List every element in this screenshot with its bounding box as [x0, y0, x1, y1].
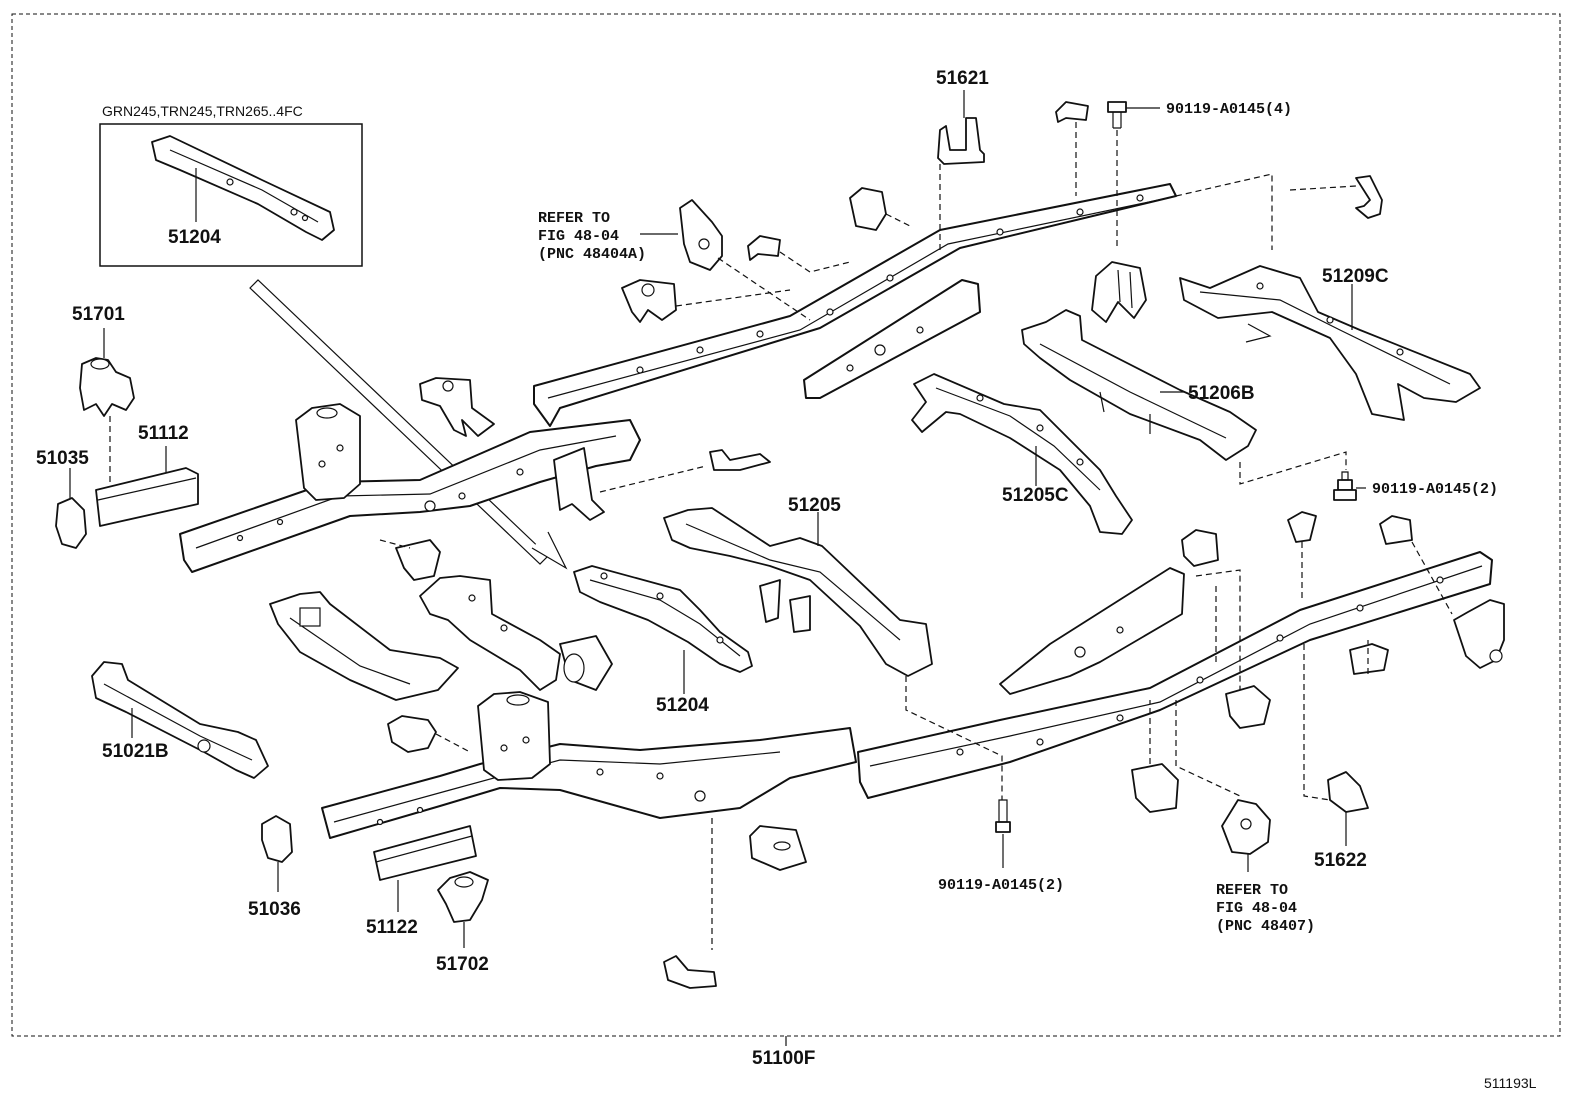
bolt-top: [1107, 101, 1160, 250]
refer-top-line2: FIG 48-04: [538, 228, 619, 245]
small-bracket-lower-right: [1287, 511, 1317, 600]
rail-mount-lower-mid: [1349, 640, 1389, 675]
label-bolt-top: 90119-A0145(4): [1166, 101, 1292, 118]
top-small-bracket: [1055, 101, 1089, 196]
refer-top-line1: REFER TO: [538, 210, 610, 227]
figure-code: 511193L: [1484, 1075, 1537, 1091]
part-51204-crossmember: [573, 565, 753, 694]
variant-inset: GRN245,TRN245,TRN265..4FC 51204: [99, 103, 363, 267]
part-51021B-crossmember: [91, 661, 269, 779]
part-51701-bracket: [79, 328, 135, 488]
crossmember-inset-part: [151, 135, 335, 241]
rail-bracket-lower-top: [1181, 529, 1241, 700]
part-51206B-crossmember: [1021, 309, 1257, 461]
center-frame-section: [803, 279, 981, 399]
rear-spring-hanger: [1453, 599, 1505, 669]
refer-bottom-line1: REFER TO: [1216, 882, 1288, 899]
lower-right-frame-rail: [857, 551, 1493, 799]
crossmember-engine: [419, 575, 613, 691]
mount-bracket-left-top: [621, 279, 791, 323]
label-51622: 51622: [1314, 850, 1367, 871]
rail-bracket-top: [849, 187, 911, 231]
part-51205-crossmember: [663, 507, 933, 677]
bracket-mount-upper: [419, 377, 495, 437]
refer-bottom-line2: FIG 48-04: [1216, 900, 1297, 917]
small-bracket-top-mid: [747, 235, 851, 273]
label-51205: 51205: [788, 495, 841, 516]
part-51622-bracket: [1327, 771, 1369, 846]
label-51112: 51112: [138, 423, 189, 444]
inset-box: [99, 123, 363, 267]
hook-mid: [709, 449, 771, 471]
refer-top-line3: (PNC 48404A): [538, 246, 646, 263]
bolt-right: [1333, 471, 1366, 501]
rail-mount-rear: [1379, 515, 1453, 615]
shock-tower-left-lower: [477, 691, 551, 781]
label-bolt-right: 90119-A0145(2): [1372, 481, 1498, 498]
rear-bracket-mid: [1091, 261, 1147, 323]
bracket-lower-mid-b: [1131, 700, 1241, 813]
lower-right-side-plate: [999, 567, 1185, 695]
bracket-lower-mid-a: [1225, 685, 1271, 729]
label-51701: 51701: [72, 304, 125, 325]
part-51112-plate: [95, 446, 199, 527]
small-bracket-lower-left: [387, 715, 471, 753]
label-51206B: 51206B: [1188, 383, 1255, 404]
part-51036-bracket: [261, 815, 293, 892]
refer-bottom-line3: (PNC 48407): [1216, 918, 1315, 935]
label-51122: 51122: [366, 917, 418, 938]
front-rail-bracket: [553, 447, 707, 521]
upper-left-frame-rail: [179, 419, 641, 573]
bolt-bottom: [995, 799, 1011, 868]
bracket-lower-center: [749, 825, 807, 871]
diagram-border: [11, 13, 1561, 1037]
part-51209C-crossmember: [1179, 265, 1481, 421]
label-51621: 51621: [936, 68, 989, 89]
crossmember-front-curved: [269, 591, 459, 701]
label-51021B: 51021B: [102, 741, 169, 762]
label-51204-inset: 51204: [168, 227, 221, 248]
part-51621-bracket: [937, 90, 985, 250]
assembly-number: 51100F: [752, 1048, 815, 1069]
part-51035-bracket: [55, 468, 87, 549]
part-51122-plate: [373, 825, 477, 912]
part-51702-bracket: [437, 871, 489, 948]
part-51205C-crossmember: [911, 373, 1133, 535]
label-51209C: 51209C: [1322, 266, 1389, 287]
label-bolt-bottom: 90119-A0145(2): [938, 877, 1064, 894]
label-51205C: 51205C: [1002, 485, 1069, 506]
small-mount-center-left: [379, 539, 441, 581]
label-51035: 51035: [36, 448, 89, 469]
label-51204: 51204: [656, 695, 709, 716]
upper-right-frame-rail: [533, 183, 1177, 427]
label-51036: 51036: [248, 899, 301, 920]
engine-mount-bottom: [1221, 799, 1271, 872]
hook-right-top: [1355, 175, 1383, 219]
shock-tower-left-upper: [295, 403, 361, 501]
hook-bottom: [663, 955, 717, 989]
variant-note: GRN245,TRN245,TRN265..4FC: [102, 103, 303, 119]
engine-mount-top: [679, 199, 811, 321]
label-51702: 51702: [436, 954, 489, 975]
